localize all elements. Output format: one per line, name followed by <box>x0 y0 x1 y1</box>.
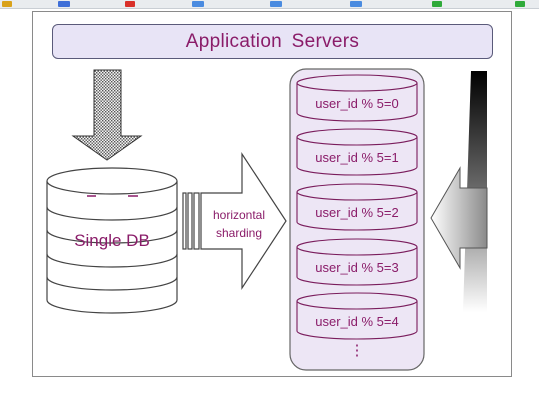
shard-cylinder-3 <box>296 238 418 286</box>
shard-labels: user_id % 5=0 user_id % 5=1 user_id % 5=… <box>297 0 417 403</box>
down-arrow-icon <box>71 69 143 161</box>
single-db-cylinder <box>46 167 178 314</box>
browser-toolbar-strip <box>0 0 539 9</box>
shard-cylinder-0 <box>296 74 418 122</box>
shard-label-4: user_id % 5=4 <box>315 314 399 329</box>
shard-label-3: user_id % 5=3 <box>315 260 399 275</box>
shard-label-0: user_id % 5=0 <box>315 96 399 111</box>
application-servers-box: Application Servers <box>52 24 493 59</box>
shard-ellipsis: ⋮ <box>349 342 365 359</box>
application-servers-label: Application Servers <box>185 30 360 52</box>
shard-cylinder-1 <box>296 128 418 176</box>
shard-cylinder-2 <box>296 183 418 231</box>
arrow-label-line2: sharding <box>215 226 263 240</box>
single-db-label: Single DB <box>74 231 150 250</box>
arrow-label-line1: horizontal <box>212 208 266 222</box>
shard-label-1: user_id % 5=1 <box>315 150 399 165</box>
shard-cylinders <box>296 74 418 340</box>
shard-label-2: user_id % 5=2 <box>315 205 399 220</box>
routing-arrow-icon <box>430 71 488 312</box>
shard-cylinder-4 <box>296 292 418 340</box>
horizontal-sharding-arrow <box>182 151 287 291</box>
